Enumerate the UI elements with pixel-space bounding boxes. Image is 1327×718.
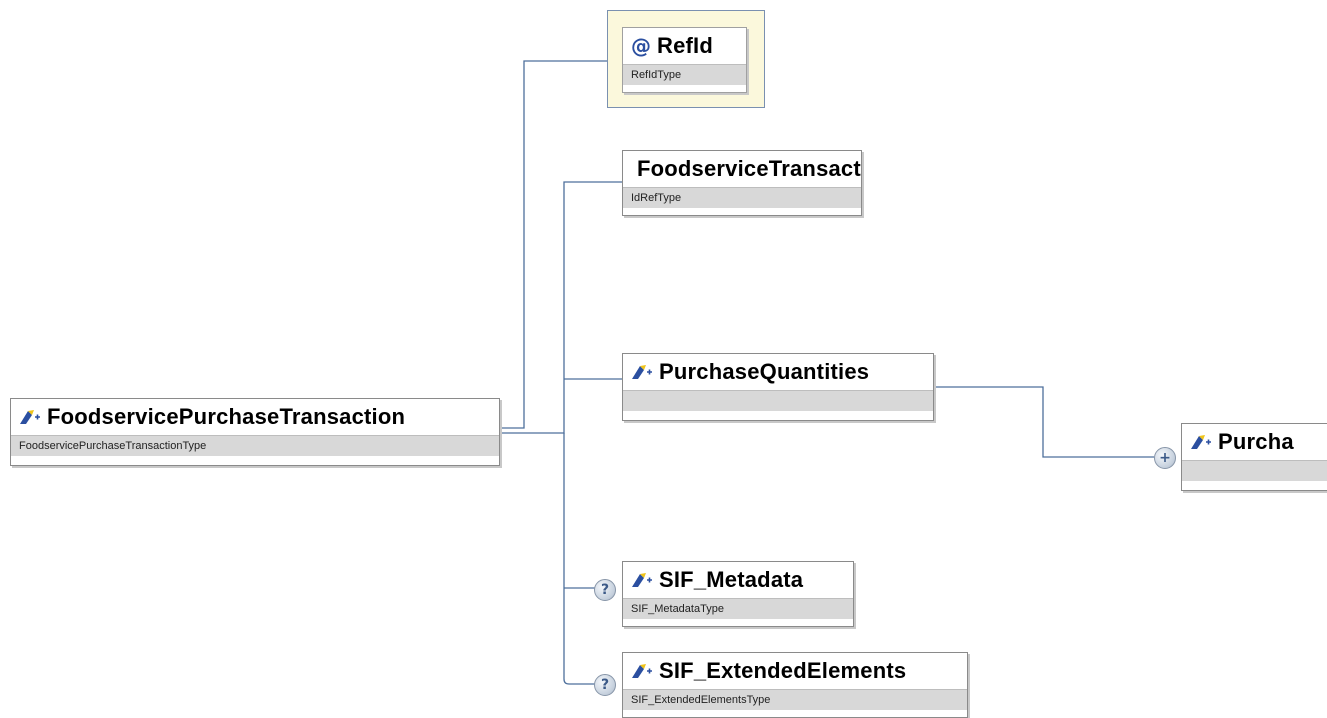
root-element-type: FoodservicePurchaseTransactionType bbox=[11, 435, 499, 456]
element-icon bbox=[1191, 435, 1211, 449]
child-element-type: SIF_MetadataType bbox=[623, 598, 853, 619]
child-element-type: SIF_ExtendedElementsType bbox=[623, 689, 967, 710]
child-element-node-purchase-quantities[interactable]: PurchaseQuantities bbox=[622, 353, 934, 421]
connector-root-to-attribute bbox=[499, 60, 607, 429]
element-icon bbox=[20, 410, 40, 424]
child-element-node-sif-extended-elements[interactable]: SIF_ExtendedElements SIF_ExtendedElement… bbox=[622, 652, 968, 718]
attribute-node-refid[interactable]: @ RefId RefIdType bbox=[622, 27, 747, 93]
child-element-type bbox=[623, 390, 933, 411]
optional-badge-icon: ? bbox=[594, 674, 616, 696]
grandchild-element-type bbox=[1182, 460, 1327, 481]
child-element-name: PurchaseQuantities bbox=[659, 359, 870, 384]
connector-root-to-sequence bbox=[499, 181, 622, 434]
attribute-name: RefId bbox=[657, 33, 713, 58]
child-element-type: IdRefType bbox=[623, 187, 861, 208]
root-element-name: FoodservicePurchaseTransaction bbox=[47, 404, 406, 429]
element-icon bbox=[632, 573, 652, 587]
child-element-node-transaction-refid[interactable]: FoodserviceTransactionRefId IdRefType bbox=[622, 150, 862, 216]
connector-quantities-to-grandchild bbox=[932, 386, 1154, 458]
expand-badge-icon[interactable]: + bbox=[1154, 447, 1176, 469]
child-element-name: SIF_Metadata bbox=[659, 567, 804, 592]
attribute-type: RefIdType bbox=[623, 64, 746, 85]
root-element-node[interactable]: FoodservicePurchaseTransaction Foodservi… bbox=[10, 398, 500, 466]
grandchild-element-node[interactable]: Purcha bbox=[1181, 423, 1327, 491]
optional-badge-icon: ? bbox=[594, 579, 616, 601]
connector-sequence-to-extended bbox=[563, 433, 597, 685]
attribute-icon: @ bbox=[631, 34, 651, 58]
child-element-name: SIF_ExtendedElements bbox=[659, 658, 907, 683]
element-icon bbox=[632, 365, 652, 379]
child-element-node-sif-metadata[interactable]: SIF_Metadata SIF_MetadataType bbox=[622, 561, 854, 627]
grandchild-element-name: Purcha bbox=[1218, 429, 1294, 454]
child-element-name: FoodserviceTransactionRefId bbox=[637, 156, 862, 181]
element-icon bbox=[632, 664, 652, 678]
